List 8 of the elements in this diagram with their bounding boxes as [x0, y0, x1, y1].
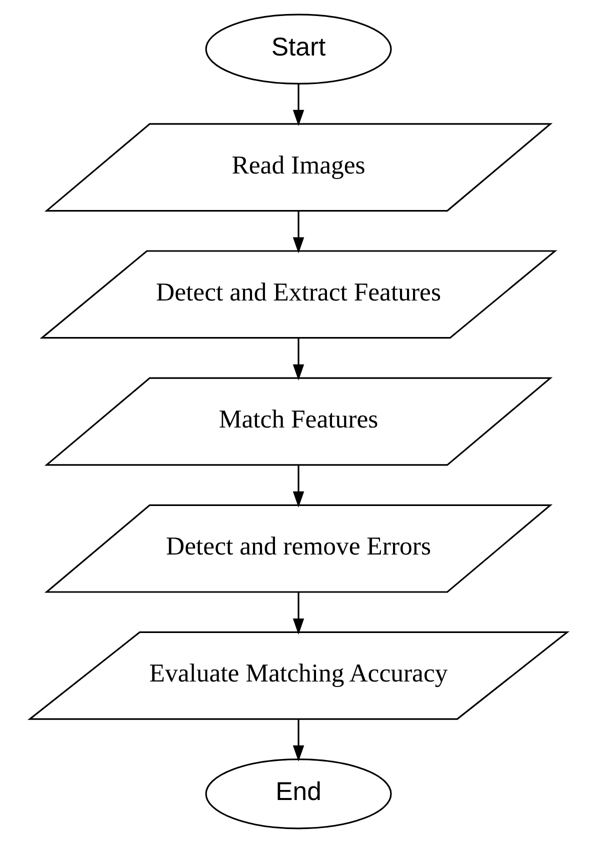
arrow — [292, 338, 304, 380]
node-ellipse: End — [205, 758, 392, 830]
arrow — [292, 592, 304, 635]
arrow — [292, 465, 304, 508]
arrow — [292, 84, 304, 126]
arrow — [292, 210, 304, 254]
node-ellipse: Start — [205, 14, 392, 85]
arrow — [292, 719, 304, 762]
